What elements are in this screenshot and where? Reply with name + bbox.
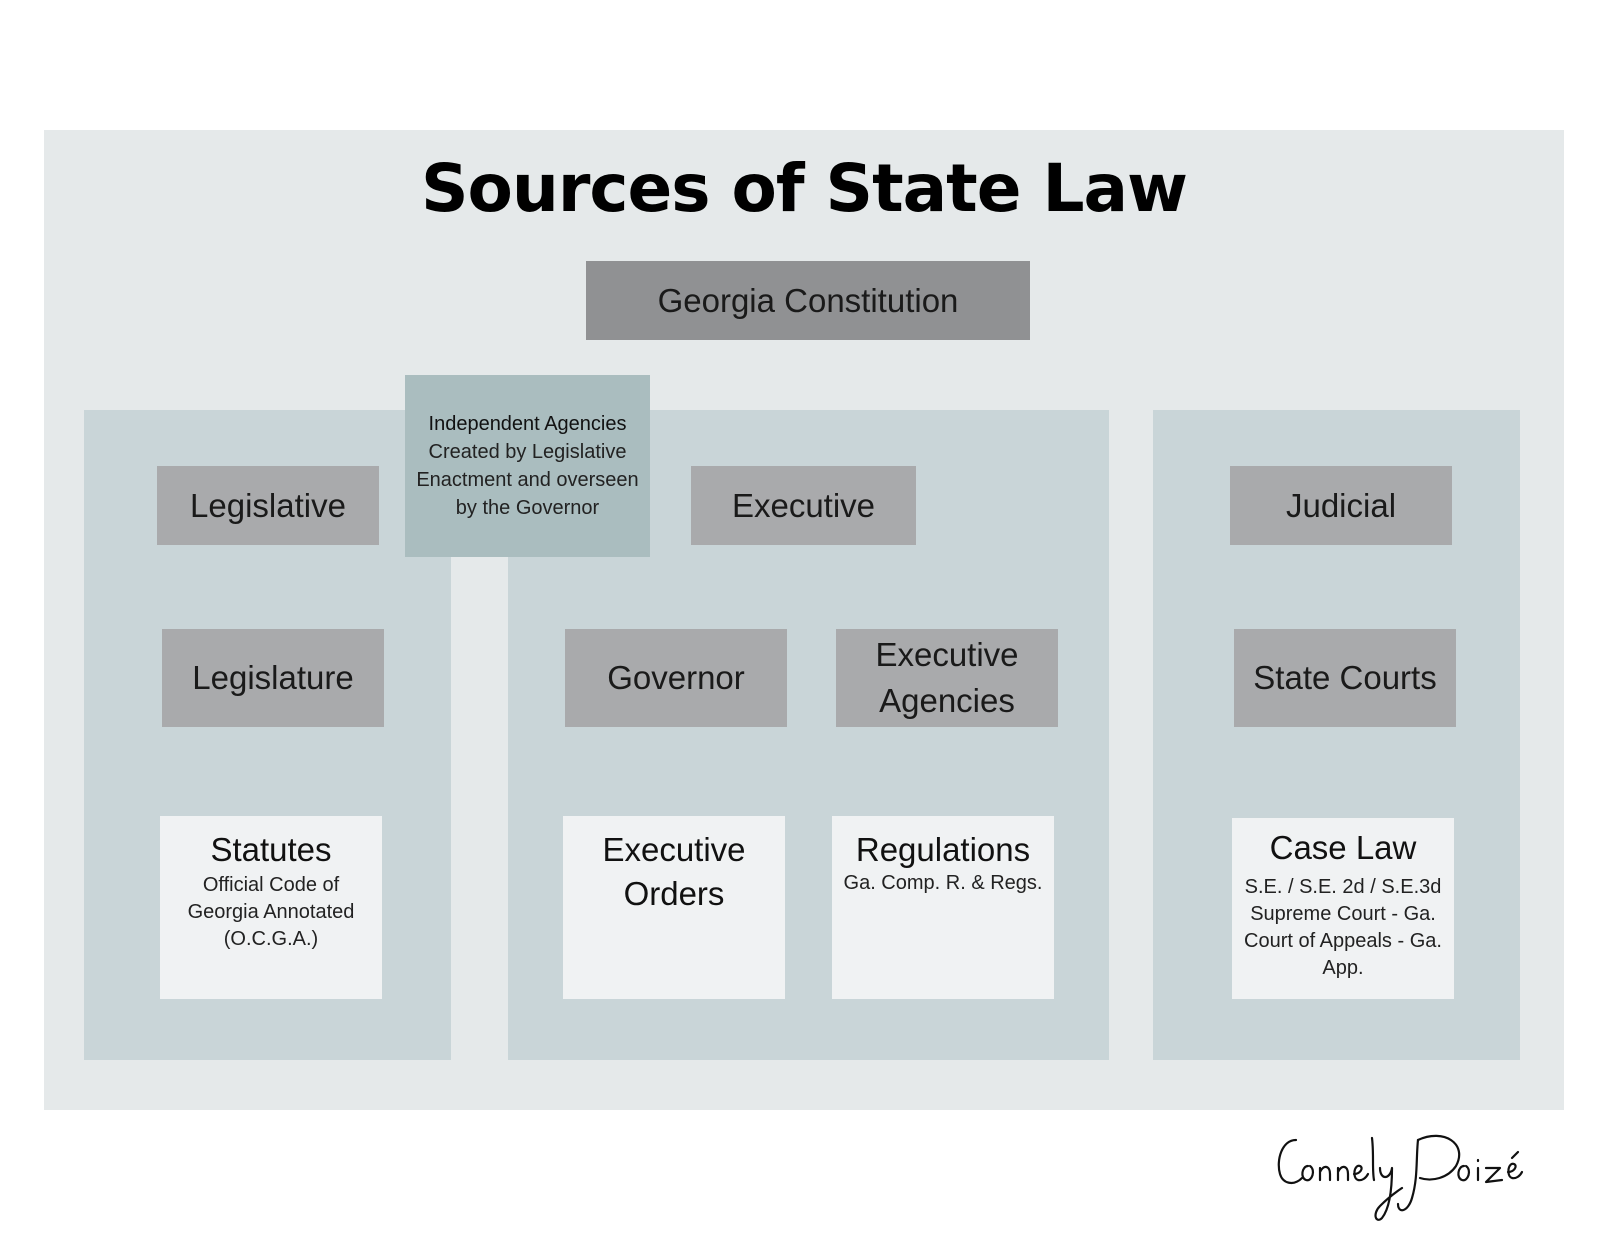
executive-orders-box: Executive Orders — [563, 816, 785, 999]
state-courts-box: State Courts — [1234, 629, 1456, 727]
statutes-detail: Official Code of Georgia Annotated (O.C.… — [187, 874, 355, 950]
page-title: Sources of State Law — [420, 150, 1188, 227]
case-law-title: Case Law — [1269, 829, 1417, 866]
governor-box: Governor — [565, 629, 787, 727]
signature-logo — [1277, 1134, 1524, 1221]
legislative-label: Legislative — [190, 486, 346, 524]
judicial-label: Judicial — [1285, 486, 1397, 524]
independent-agencies-heading: Independent Agencies — [428, 413, 627, 435]
statutes-box: Statutes Official Code of Georgia Annota… — [160, 816, 382, 999]
legislature-box: Legislature — [162, 629, 384, 727]
executive-orders-title: Executive Orders — [602, 831, 746, 912]
independent-agencies-description: Created by Legislative Enactment and ove… — [416, 441, 639, 519]
judicial-branch-box: Judicial — [1230, 466, 1452, 545]
georgia-constitution-box: Georgia Constitution — [586, 261, 1030, 340]
legislative-branch-box: Legislative — [157, 466, 379, 545]
executive-label: Executive — [731, 486, 876, 524]
state-courts-label: State Courts — [1253, 659, 1437, 696]
regulations-title: Regulations — [855, 831, 1031, 868]
independent-agencies-box: Independent Agencies Created by Legislat… — [405, 375, 650, 557]
case-law-box: Case Law S.E. / S.E. 2d / S.E.3d Supreme… — [1232, 818, 1454, 999]
governor-label: Governor — [607, 659, 745, 696]
statutes-title: Statutes — [210, 831, 332, 868]
executive-branch-box: Executive — [691, 466, 916, 545]
executive-agencies-label: Executive Agencies — [875, 636, 1019, 719]
executive-agencies-box: Executive Agencies — [836, 629, 1058, 727]
regulations-box: Regulations Ga. Comp. R. & Regs. — [832, 816, 1054, 999]
legislature-label: Legislature — [192, 659, 354, 696]
regulations-detail: Ga. Comp. R. & Regs. — [843, 872, 1043, 894]
georgia-constitution-label: Georgia Constitution — [657, 281, 959, 319]
case-law-detail: S.E. / S.E. 2d / S.E.3d Supreme Court - … — [1244, 876, 1442, 979]
